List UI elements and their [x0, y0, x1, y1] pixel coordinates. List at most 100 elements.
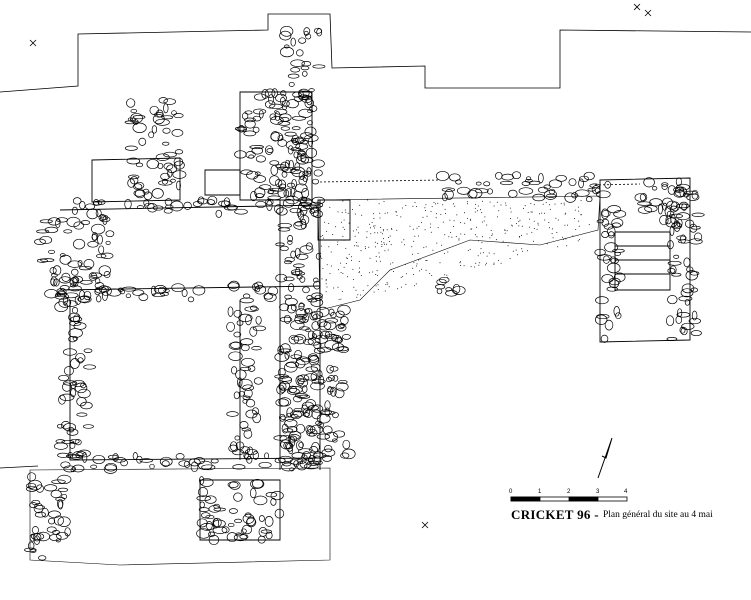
floor-stipple: [324, 221, 326, 223]
floor-stipple: [475, 226, 477, 228]
wall-stone: [255, 193, 265, 199]
wall-stone: [604, 242, 619, 253]
wall-stone: [105, 240, 111, 245]
floor-stipple: [485, 264, 487, 266]
floor-stipple: [374, 232, 376, 234]
floor-stipple: [560, 203, 562, 205]
wall-stone: [269, 187, 285, 192]
floor-stipple: [377, 232, 379, 234]
wall-stone: [487, 188, 493, 195]
wall-stone: [336, 337, 343, 343]
wall-stone: [300, 157, 314, 164]
wall-stone: [251, 479, 264, 489]
floor-stipple: [467, 203, 468, 205]
floor-stipple: [464, 222, 466, 224]
wall-stone: [231, 366, 238, 375]
floor-stipple: [359, 204, 361, 206]
wall-stone: [601, 231, 609, 238]
floor-stipple: [337, 244, 339, 246]
north-arrow-icon: [597, 437, 613, 479]
floor-stipple: [464, 212, 465, 214]
wall-stone: [313, 451, 324, 459]
wall-stone: [229, 480, 241, 490]
wall-stone: [173, 157, 184, 167]
floor-stipple: [360, 294, 362, 296]
wall-stone: [245, 399, 256, 408]
wall-stone: [267, 190, 279, 195]
wall-stone: [608, 231, 615, 239]
wall-stone: [543, 189, 558, 200]
floor-stipple: [338, 269, 339, 271]
wall-stone: [132, 122, 147, 133]
wall-stone: [335, 323, 347, 332]
wall-stone: [31, 526, 39, 535]
floor-stipple: [389, 235, 391, 237]
wall-stone: [676, 212, 690, 221]
wall-stone: [88, 272, 98, 281]
floor-stipple: [517, 254, 519, 256]
floor-stipple: [470, 219, 472, 221]
wall-stone: [158, 180, 173, 186]
wall-stone: [270, 116, 284, 125]
wall-stone: [291, 271, 306, 276]
floor-stipple: [542, 203, 544, 205]
wall-stone: [287, 235, 293, 243]
wall-stone: [96, 295, 102, 303]
wall-stone: [250, 191, 258, 202]
wall-stone: [311, 441, 320, 453]
wall-stone: [601, 218, 610, 227]
wall-stone: [285, 187, 292, 197]
floor-stipple: [493, 253, 495, 255]
wall-stone: [174, 149, 184, 155]
wall-stone: [259, 184, 272, 190]
wall-stone: [100, 252, 114, 259]
floor-stipple: [414, 235, 416, 237]
wall-stone: [686, 193, 700, 201]
wall-stone: [327, 387, 335, 393]
floor-stipple: [483, 220, 485, 222]
floor-stipple: [524, 205, 526, 207]
floor-stipple: [412, 267, 414, 269]
wall-stone: [682, 192, 690, 198]
floor-stipple: [445, 213, 446, 214]
wall-stone: [133, 183, 143, 190]
floor-stipple: [486, 255, 488, 257]
wall-stone: [82, 424, 94, 429]
wall-stone: [289, 410, 302, 420]
wall-stone: [289, 207, 303, 214]
floor-stipple: [504, 229, 506, 231]
floor-stipple: [409, 225, 411, 227]
wall-stone: [264, 145, 274, 155]
wall-stone: [55, 497, 66, 502]
floor-stipple: [352, 209, 353, 210]
floor-stipple: [357, 226, 359, 228]
wall-stone: [91, 223, 106, 235]
wall-stone: [196, 528, 211, 539]
wall-stone: [293, 460, 299, 468]
wall-stone: [277, 134, 284, 141]
wall-stone: [307, 458, 314, 463]
wall-stone: [183, 201, 192, 210]
wall-stone: [298, 88, 310, 98]
wall-stone: [54, 293, 69, 300]
wall-stone: [607, 205, 621, 214]
wall-stone: [240, 338, 254, 346]
floor-stipple: [382, 229, 384, 231]
floor-stipple: [353, 286, 355, 288]
wall-stone: [258, 461, 272, 469]
wall-stone: [199, 501, 205, 509]
floor-stipple: [354, 213, 356, 215]
wall-stone: [151, 188, 164, 199]
wall-stone: [456, 186, 471, 195]
wall-stone: [314, 334, 328, 344]
floor-stipple: [325, 279, 327, 280]
wall-stone: [126, 157, 141, 165]
wall-stone: [238, 378, 253, 390]
wall-stone: [73, 322, 87, 330]
wall-stone: [247, 446, 254, 456]
floor-stipple: [387, 283, 389, 285]
wall-stone: [316, 433, 331, 440]
wall-stone: [94, 282, 105, 289]
wall-stone: [287, 388, 300, 395]
wall-stone: [521, 181, 531, 186]
